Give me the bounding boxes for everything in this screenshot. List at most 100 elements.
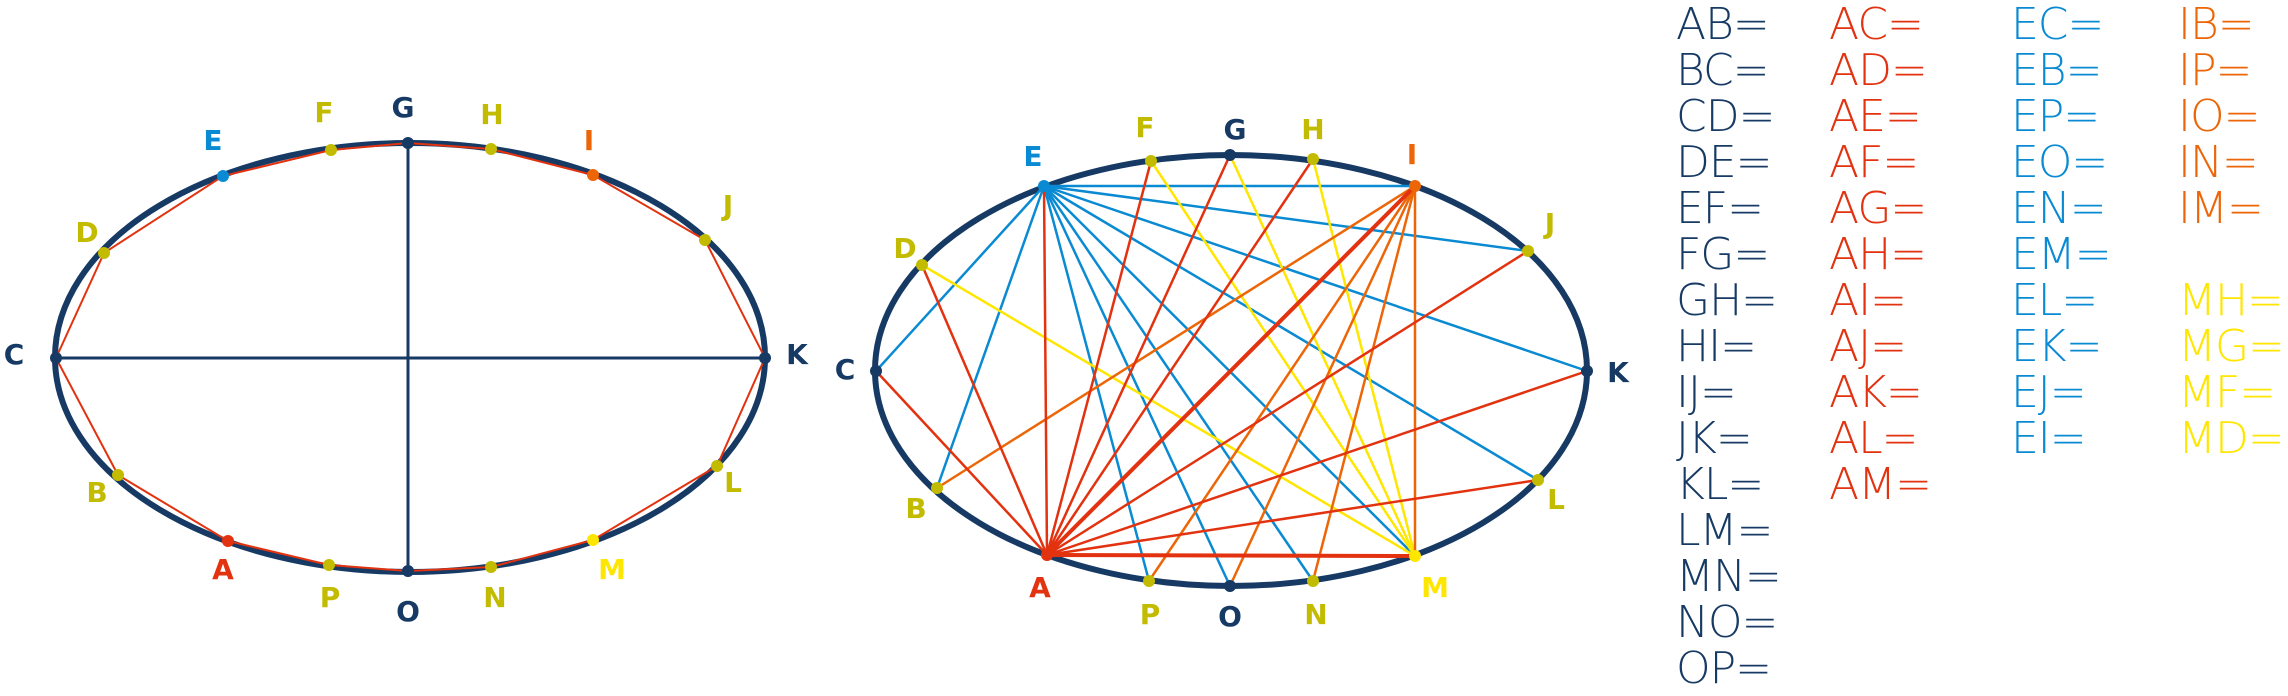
segment-ai	[1045, 184, 1417, 557]
left-label-e: E	[203, 124, 222, 157]
left-label-d: D	[75, 216, 98, 249]
equation-hi: HI=	[1676, 321, 1757, 372]
left-label-n: N	[483, 581, 506, 614]
right-label-k: K	[1607, 356, 1630, 389]
right-label-i: I	[1407, 138, 1417, 171]
equation-im: IM=	[2178, 183, 2264, 234]
equation-eo: EO=	[2011, 137, 2108, 188]
left-point-f	[325, 144, 337, 156]
segment-ag	[1045, 154, 1232, 556]
equations-column-red: AC=AD=AE=AF=AG=AH=AI=AJ=AK=AL=AM=	[1829, 2, 1932, 508]
equation-md: MD=	[2178, 413, 2285, 464]
equation-el: EL=	[2011, 275, 2098, 326]
segment-mh	[1311, 158, 1417, 557]
left-point-h	[485, 143, 497, 155]
equation-ah: AH=	[1829, 229, 1927, 280]
right-point-a	[1041, 549, 1053, 561]
segment-ad	[920, 264, 1049, 556]
equation-ij: IJ=	[1676, 367, 1737, 418]
left-label-b: B	[86, 476, 107, 509]
left-label-p: P	[320, 581, 341, 614]
left-label-l: L	[724, 466, 742, 499]
left-point-g	[402, 137, 414, 149]
equation-mf: MF=	[2178, 367, 2276, 418]
right-point-f	[1145, 155, 1157, 167]
segment-mg	[1228, 154, 1417, 557]
equation-bc: BC=	[1676, 45, 1770, 96]
equation-de: DE=	[1676, 137, 1773, 188]
left-point-c	[50, 352, 62, 364]
equation-em: EM=	[2011, 229, 2112, 280]
equation-mh: MH=	[2178, 275, 2284, 326]
equation-ef: EF=	[1676, 183, 1764, 234]
left-point-k	[759, 352, 771, 364]
segment-ak	[1046, 369, 1588, 557]
left-label-m: M	[598, 553, 626, 586]
segment-in	[1311, 185, 1417, 582]
segment-io	[1228, 185, 1417, 587]
left-point-e	[217, 170, 229, 182]
right-label-p: P	[1140, 598, 1161, 631]
left-label-i: I	[584, 124, 594, 157]
equation-ip: IP=	[2178, 45, 2252, 96]
equation-ep: EP=	[2011, 91, 2100, 142]
equation-mg: MG=	[2178, 321, 2285, 372]
segment-eb	[935, 185, 1046, 489]
right-label-c: C	[835, 353, 856, 386]
equation-in: IN=	[2178, 137, 2259, 188]
right-point-m	[1409, 550, 1421, 562]
equation-ib: IB=	[2178, 0, 2255, 50]
right-label-b: B	[905, 492, 926, 525]
equation-mn: MN=	[1676, 551, 1782, 602]
right-label-o: O	[1218, 600, 1242, 633]
segment-ib	[936, 184, 1416, 490]
right-label-a: A	[1029, 571, 1051, 604]
segment-ac	[875, 370, 1048, 556]
segment-ae	[1042, 185, 1049, 556]
right-point-p	[1143, 575, 1155, 587]
equation-eb: EB=	[2011, 45, 2102, 96]
right-label-d: D	[893, 232, 916, 265]
left-point-m	[587, 534, 599, 546]
equation-af: AF=	[1829, 137, 1919, 188]
right-label-g: G	[1224, 113, 1247, 146]
equation-fg: FG=	[1676, 229, 1770, 280]
left-label-f: F	[314, 96, 333, 129]
equations-column-yellow: MH=MG=MF=MD=	[2178, 275, 2285, 464]
equation-io: IO=	[2178, 91, 2260, 142]
left-label-h: H	[480, 98, 503, 131]
segment-ep	[1042, 185, 1151, 582]
segment-en	[1042, 185, 1315, 582]
segment-ej	[1043, 184, 1529, 253]
equations-column-orange: IB=IP=IO=IN=IM=	[2178, 0, 2264, 234]
equation-jk: JK=	[1676, 413, 1753, 464]
right-point-h	[1307, 153, 1319, 165]
equation-no: NO=	[1676, 597, 1778, 648]
left-point-j	[699, 234, 711, 246]
right-point-e	[1038, 180, 1050, 192]
equations-column-navy: AB=BC=CD=DE=EF=FG=GH=HI=IJ=JK=KL=LM=MN=N…	[1676, 0, 1782, 692]
left-label-k: K	[786, 338, 809, 371]
right-point-j	[1522, 245, 1534, 257]
equation-kl: KL=	[1676, 459, 1764, 510]
right-point-c	[870, 365, 882, 377]
right-label-f: F	[1135, 111, 1154, 144]
equation-cd: CD=	[1676, 91, 1775, 142]
equations-column-blue: EC=EB=EP=EO=EN=EM=EL=EK=EJ=EI=	[2011, 0, 2112, 462]
segment-ah	[1045, 158, 1315, 556]
right-point-k	[1581, 365, 1593, 377]
equation-ab: AB=	[1676, 0, 1770, 50]
left-label-o: O	[396, 595, 420, 628]
equation-ag: AG=	[1829, 183, 1927, 234]
left-label-c: C	[4, 338, 25, 371]
equation-ak: AK=	[1829, 367, 1923, 418]
left-point-p	[323, 559, 335, 571]
segment-ip	[1147, 185, 1417, 582]
equation-lm: LM=	[1676, 505, 1773, 556]
segment-aj	[1046, 249, 1529, 557]
right-label-l: L	[1547, 483, 1565, 516]
equation-en: EN=	[2011, 183, 2107, 234]
equation-ec: EC=	[2011, 0, 2104, 50]
left-point-l	[711, 460, 723, 472]
